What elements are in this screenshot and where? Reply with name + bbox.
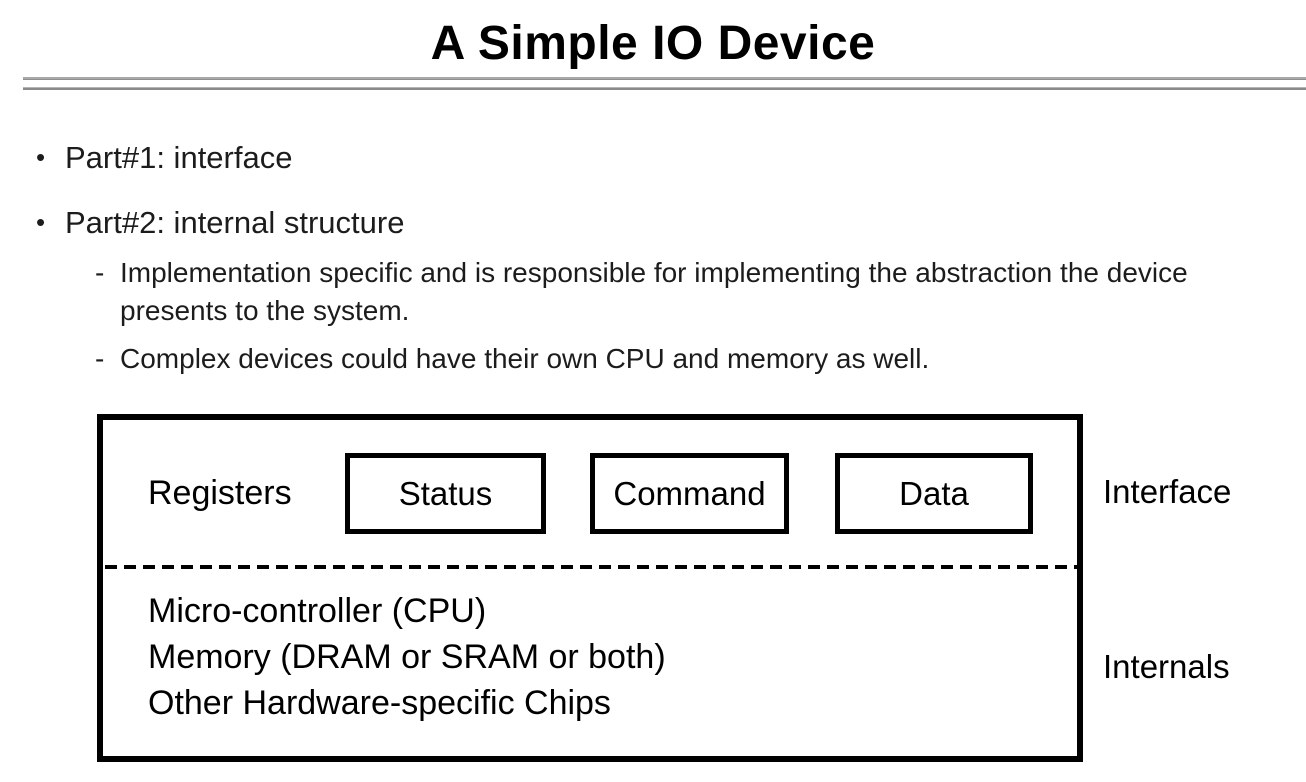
internals-line: Other Hardware-specific Chips: [148, 684, 611, 722]
internals-line: Memory (DRAM or SRAM or both): [148, 638, 666, 676]
sub-bullet-complex-devices: - Complex devices could have their own C…: [95, 340, 1295, 378]
sub-bullet-label: Implementation specific and is responsib…: [120, 257, 1188, 326]
status-register-label: Status: [398, 474, 493, 512]
internals-component-list: Micro-controller (CPU) Memory (DRAM or S…: [148, 588, 666, 726]
title-divider-top: [23, 77, 1306, 80]
io-device-diagram: Registers Status Command Data Micro-cont…: [97, 414, 1083, 762]
bullet-label: Part#2: internal structure: [65, 205, 405, 240]
data-register-box: Data: [835, 453, 1033, 534]
registers-label: Registers: [148, 474, 292, 512]
status-register-box: Status: [345, 453, 546, 534]
bullet-dot-icon: •: [36, 142, 46, 172]
command-register-box: Command: [590, 453, 789, 534]
data-register-label: Data: [899, 474, 969, 512]
bullet-dot-icon: •: [36, 207, 46, 237]
dash-bullet-icon: -: [95, 343, 105, 374]
bullet-label: Part#1: interface: [65, 140, 293, 175]
title-divider-bottom: [23, 87, 1306, 90]
internals-line: Micro-controller (CPU): [148, 592, 487, 630]
sub-bullet-label: Complex devices could have their own CPU…: [120, 343, 930, 374]
interface-side-label: Interface: [1103, 473, 1232, 510]
internals-side-label: Internals: [1103, 648, 1230, 685]
sub-bullet-implementation: - Implementation specific and is respons…: [95, 254, 1295, 330]
bullet-item-part1: • Part#1: interface: [36, 139, 292, 176]
interface-internals-divider: [105, 565, 1077, 569]
dash-bullet-icon: -: [95, 257, 105, 288]
page-title: A Simple IO Device: [430, 17, 876, 70]
bullet-item-part2: • Part#2: internal structure: [36, 204, 404, 241]
command-register-label: Command: [613, 474, 766, 512]
